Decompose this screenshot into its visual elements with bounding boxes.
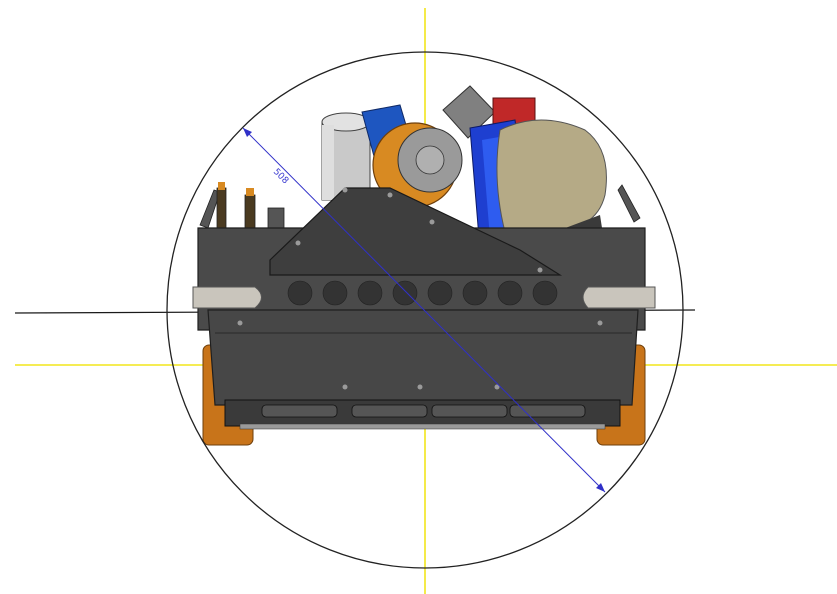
left-bumper (192, 286, 262, 309)
diameter-dimension-label: 508 (271, 167, 290, 186)
bottom-roller-assembly (224, 399, 621, 430)
robot-chassis-front-view (192, 85, 656, 446)
right-bracket (617, 184, 641, 223)
silver-cylinder (321, 112, 371, 201)
right-bumper (582, 286, 656, 309)
envelope-circle (166, 51, 684, 569)
battery-pack (496, 119, 607, 233)
diameter-dimension-line (242, 127, 606, 493)
bolts (237, 187, 603, 390)
port-row (287, 280, 558, 306)
left-posts (199, 182, 285, 231)
chassis-lower (207, 309, 639, 406)
